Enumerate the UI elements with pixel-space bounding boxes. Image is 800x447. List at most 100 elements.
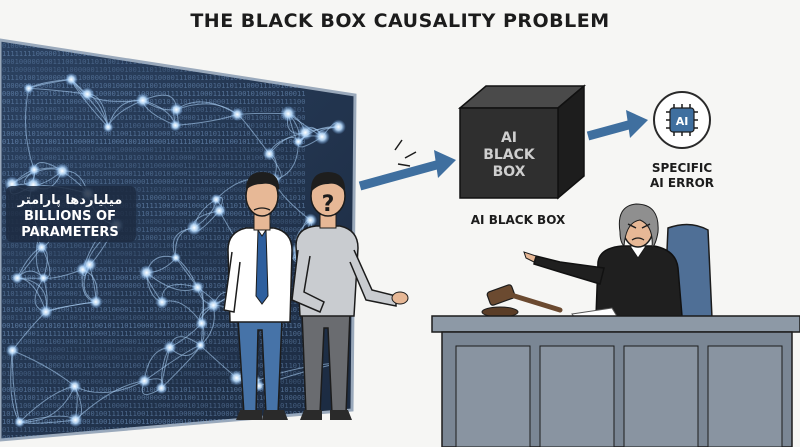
binary-row: 0011010011010111001011100111111100000001… (2, 394, 305, 402)
network-node (54, 163, 70, 179)
binary-row: 0100101101101001100111111110110111010110… (2, 242, 305, 250)
ai-black-box-cube: AI BLACK BOX (457, 84, 587, 200)
parameters-label: میلیاردها پارامتر BILLIONS OF PARAMETERS (6, 186, 136, 242)
error-caption-line1: SPECIFIC (652, 161, 713, 175)
binary-row: 1011100101001010111001100101010001100000… (2, 418, 305, 426)
network-node (28, 163, 41, 176)
network-node (331, 119, 346, 135)
binary-row: 1010011000000100110110110100001111101000… (2, 306, 305, 314)
binary-row: 0011101111110000100000111001001011000010… (2, 218, 305, 226)
network-node (155, 295, 169, 309)
network-node (195, 317, 208, 330)
network-node (89, 295, 103, 309)
binary-row: 1100100100010001111111011010000100110000… (2, 346, 305, 354)
network-node (212, 204, 227, 218)
binary-row: 0000111110100001001100000100111101110111… (2, 354, 305, 362)
binary-row: 0110100000011000111101010000000111001010… (2, 170, 305, 178)
network-node (64, 72, 78, 86)
box-face-line2: BLACK (483, 147, 536, 163)
binary-row: 0000100110010110100011100001000110000001… (2, 90, 305, 98)
network-node (11, 272, 24, 284)
network-node (210, 193, 222, 206)
network-node (135, 93, 150, 108)
network-node (38, 272, 49, 284)
judge-bench (431, 315, 800, 447)
binary-row: 1111100011111111111110000101111100010010… (2, 330, 305, 338)
network-node (314, 129, 330, 145)
binary-row: 0110111101100111100000111100010010100001… (2, 138, 305, 146)
network-node (206, 298, 221, 313)
ai-chip-icon: AI (653, 91, 711, 149)
network-node (297, 124, 313, 141)
parameters-persian: میلیاردها پارامتر (17, 193, 123, 208)
impact-lines (394, 139, 417, 167)
network-node (280, 105, 297, 122)
error-caption-line2: AI ERROR (650, 176, 714, 190)
network-link (11, 350, 21, 423)
network-node (14, 416, 26, 428)
binary-row: 0010010010111110110110100010000010100101… (2, 386, 305, 394)
binary-row: 0111001000100010111000011101100000110000… (2, 178, 305, 186)
network-node (35, 241, 48, 254)
binary-row: 0010010110101011101011001011101100001111… (2, 322, 305, 330)
confused-engineer (223, 172, 293, 420)
binary-row: 0110101101000011110001000011000000001110… (2, 146, 305, 154)
page-title: THE BLACK BOX CAUSALITY PROBLEM (190, 10, 610, 32)
binary-row: 0111000111010101110010001100110000011101… (2, 378, 305, 386)
network-node (262, 147, 276, 161)
binary-row: 1001101111100010000111110011101100100001… (2, 258, 305, 266)
binary-row: 0001110100000011001110000110001000101000… (2, 314, 305, 322)
binary-row: 0110010000111000010101101010001001111100… (2, 202, 305, 210)
binary-row: 0111010010000001111000000110110000001000… (2, 74, 305, 82)
network-node (155, 382, 168, 395)
network-node (195, 339, 206, 351)
parameters-line1: BILLIONS OF (24, 209, 116, 224)
binary-row: 0011110010111110011011001100101111001100… (2, 434, 305, 442)
network-node (68, 412, 83, 428)
box-face-line1: AI (501, 130, 517, 146)
network-node (39, 305, 53, 319)
binary-row: 0111100010110010001101110001000011110000… (2, 338, 305, 346)
network-node (68, 379, 82, 393)
network-node (5, 343, 20, 358)
binary-row: 1010101001011110110000100111111100111111… (2, 410, 305, 418)
network-link (25, 88, 35, 170)
network-node (102, 121, 114, 133)
binary-row: 0101001111011000011111001111111111100001… (2, 194, 305, 202)
network-node (163, 340, 177, 355)
box-face-line3: BOX (493, 164, 526, 180)
network-node (137, 374, 152, 388)
binary-row: 0000000010101101111110111000010111011100… (2, 210, 305, 218)
binary-row: 0011011010000101101111000101110111011100… (2, 266, 305, 274)
network-node (23, 83, 34, 94)
binary-row: 0101000110100010110001001001000011000110… (2, 234, 305, 242)
binary-row: 0110001010101101111111011100101001100010… (2, 226, 305, 234)
network-node (292, 136, 304, 148)
binary-row: 0110001101110100110101101000000001100110… (2, 282, 305, 290)
flow-arrows (358, 110, 648, 191)
network-link (19, 385, 76, 423)
network-node (169, 119, 182, 132)
question-mark-icon: ? (322, 192, 335, 217)
binary-row: 0001100000110100110010000011001101101100… (2, 298, 305, 306)
chip-label: AI (676, 115, 689, 128)
network-node (228, 370, 245, 386)
network-node (139, 265, 155, 281)
network-node (186, 220, 202, 236)
binary-row: 1100101000100000011000001110010011010000… (2, 162, 305, 170)
box-caption: AI BLACK BOX (471, 213, 566, 227)
network-node (303, 213, 318, 227)
parameters-line2: PARAMETERS (21, 225, 118, 240)
binary-row: 1100101100100111011010011001000111100000… (2, 106, 305, 114)
network-node (80, 87, 95, 102)
binary-row: 0001010011001101101011011010000111010000… (2, 250, 305, 258)
binary-row: 0110000010001011000000110100010011101100… (2, 66, 305, 74)
binary-row: 0101010100100010100111000110101001011101… (2, 362, 305, 370)
network-node (191, 281, 205, 294)
network-node (170, 252, 181, 263)
binary-row: 1000000000001011101001010010000110100100… (2, 82, 305, 90)
arrow-to-error (586, 119, 634, 141)
binary-row: 1111111100000110100100101100110001111010… (2, 50, 305, 58)
binary-row: 1100001000010001010110110111101001000011… (2, 122, 305, 130)
arrow-to-box-head (434, 150, 456, 178)
